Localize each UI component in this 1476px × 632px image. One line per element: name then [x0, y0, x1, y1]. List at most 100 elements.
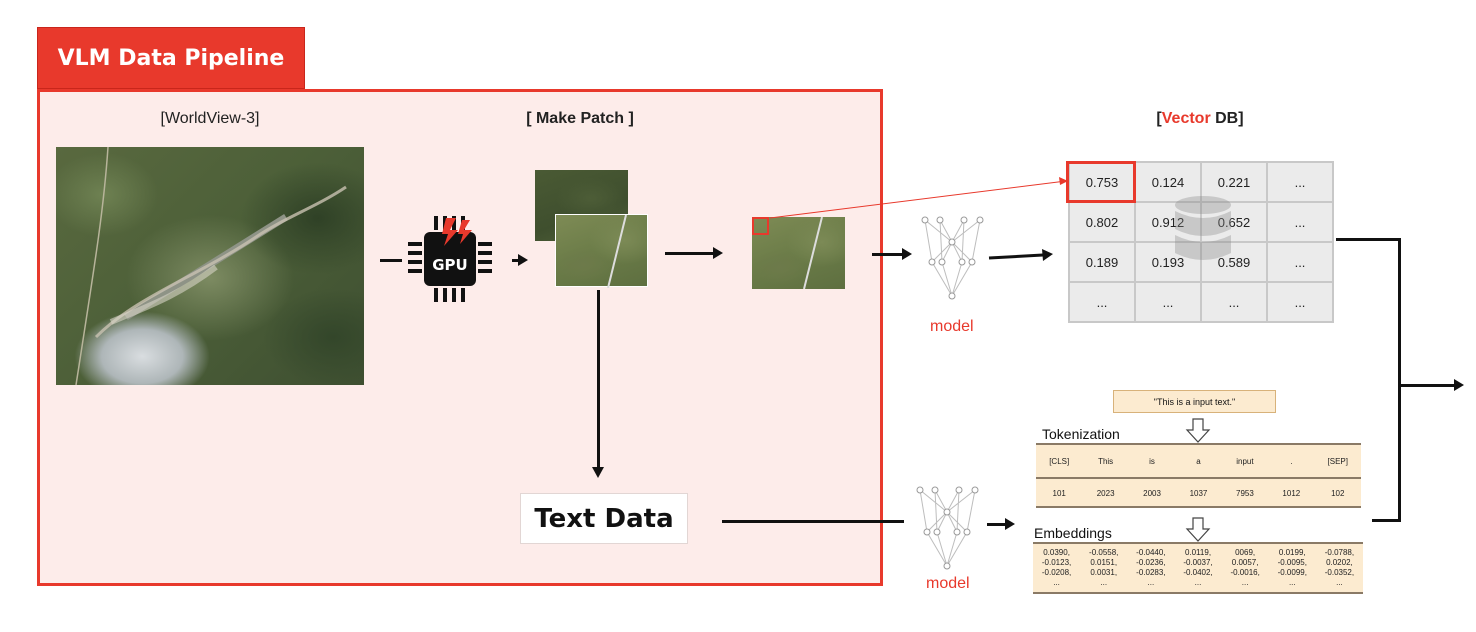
embedding-cell: 0069,	[1235, 548, 1256, 557]
token-id-cell: 101	[1052, 489, 1066, 498]
make-patch-label: [ Make Patch ]	[526, 110, 634, 127]
embedding-row: 0.0390, -0.0558, -0.0440, 0.0119, 0069, …	[1033, 548, 1363, 558]
merge-line-top	[1336, 238, 1400, 241]
vector-cell: 0.802	[1068, 201, 1136, 243]
vector-cell: 0.189	[1068, 241, 1136, 283]
arrow-text-model-line	[722, 520, 904, 523]
token-panel: [CLS] This is a input . [SEP] 101 2023 2…	[1036, 443, 1361, 508]
embedding-cell: 0.0057,	[1231, 558, 1259, 567]
embedding-row: -0.0208, 0.0031, -0.0283, -0.0402, -0.00…	[1033, 568, 1363, 578]
token-id-cell: 7953	[1236, 489, 1254, 498]
token-id-cell: 1037	[1189, 489, 1208, 498]
arrow-patch-line	[665, 252, 715, 255]
patch-image-front	[555, 214, 648, 289]
embedding-cell: -0.0402,	[1183, 568, 1213, 577]
embedding-cell: 0.0202,	[1326, 558, 1353, 567]
vector-db-bracket-open: [	[1156, 110, 1162, 127]
vector-cell: ...	[1134, 281, 1202, 323]
embedding-cell: ...	[1194, 578, 1202, 587]
embedding-cell: -0.0016,	[1230, 568, 1260, 577]
table-row: 0.753 0.124 0.221 ...	[1068, 161, 1334, 203]
vector-cell: 0.193	[1134, 241, 1202, 283]
embedding-cell: -0.0236,	[1136, 558, 1166, 567]
embeddings-label: Embeddings	[1034, 525, 1112, 541]
embeddings-panel: 0.0390, -0.0558, -0.0440, 0.0119, 0069, …	[1033, 542, 1363, 594]
output-arrow-head	[1454, 379, 1464, 391]
merge-line-bottom	[1372, 519, 1401, 522]
arrow-down-line	[597, 290, 600, 468]
embedding-cell: -0.0099,	[1277, 568, 1307, 577]
embedding-cell: ...	[1100, 578, 1108, 587]
vector-db-highlight	[1066, 161, 1136, 203]
token-cell: input	[1236, 457, 1254, 466]
gpu-text: GPU	[432, 256, 468, 274]
model-label-top: model	[930, 318, 974, 335]
neural-network-icon-bottom	[915, 482, 980, 574]
embedding-cell: -0.0352,	[1324, 568, 1355, 577]
gpu-icon: GPU	[408, 212, 498, 307]
tokenization-label: Tokenization	[1042, 426, 1120, 442]
vector-cell: ...	[1200, 281, 1268, 323]
vector-cell: 0.912	[1134, 201, 1202, 243]
embedding-cell: -0.0095,	[1277, 558, 1307, 567]
connector-dash	[380, 259, 402, 262]
merge-line-vertical	[1398, 238, 1401, 522]
table-row: ... ... ... ...	[1068, 281, 1334, 323]
embedding-cell: 0.0031,	[1090, 568, 1118, 577]
arrow-model-db	[988, 249, 1053, 261]
worldview-label: [WorldView-3]	[160, 110, 260, 127]
vector-cell: ...	[1266, 161, 1334, 203]
vector-cell: ...	[1266, 281, 1334, 323]
token-cell: This	[1098, 457, 1114, 466]
vector-cell: 0.589	[1200, 241, 1268, 283]
arrow-patch-model-line	[872, 253, 904, 256]
embedding-cell: -0.0440,	[1136, 548, 1166, 557]
vector-cell: 0.124	[1134, 161, 1202, 203]
text-data-box: Text Data	[520, 493, 688, 544]
satellite-image	[56, 147, 364, 385]
patch-highlight	[752, 217, 769, 235]
table-row: 0.802 0.912 0.652 ...	[1068, 201, 1334, 243]
arrow-down-head	[592, 467, 604, 478]
arrow-patch-head	[713, 247, 723, 259]
token-id-cell: 2023	[1096, 489, 1115, 498]
arrow-model-emb-line	[987, 523, 1007, 526]
embedding-cell: 0.0199,	[1278, 548, 1306, 557]
arrow-gpu-patch-head	[518, 254, 528, 266]
arrow-patch-model-head	[902, 248, 912, 260]
vector-db-table: 0.753 0.124 0.221 ... 0.802 0.912 0.652 …	[1068, 161, 1334, 323]
neural-network-icon-top	[920, 212, 985, 304]
table-row: 0.189 0.193 0.589 ...	[1068, 241, 1334, 283]
embedding-cell: -0.0283,	[1136, 568, 1166, 577]
vector-cell: ...	[1266, 241, 1334, 283]
input-text-box: "This is a input text."	[1113, 390, 1276, 413]
embedding-cell: -0.0208,	[1041, 568, 1072, 577]
embedding-cell: -0.0123,	[1041, 558, 1072, 567]
embedding-cell: ...	[1336, 578, 1343, 587]
vector-cell: 0.221	[1200, 161, 1268, 203]
token-id-row: 101 2023 2003 1037 7953 1012 102	[1036, 489, 1361, 498]
vector-cell: ...	[1266, 201, 1334, 243]
down-arrow-icon	[1185, 418, 1211, 444]
embedding-row: ... ... ... ... ... ... ...	[1033, 578, 1363, 588]
token-cell: a	[1196, 457, 1201, 466]
model-label-bottom: model	[926, 575, 970, 592]
embedding-cell: -0.0558,	[1089, 548, 1119, 557]
token-id-cell: 1012	[1282, 489, 1301, 498]
pipeline-title: VLM Data Pipeline	[37, 27, 305, 89]
arrow-gpu-patch-line	[512, 259, 520, 262]
embedding-cell: ...	[1241, 578, 1249, 587]
token-divider	[1036, 477, 1361, 479]
arrow-model-emb-head	[1005, 518, 1015, 530]
token-cell: .	[1290, 457, 1293, 466]
embedding-cell: 0.0119,	[1184, 548, 1212, 557]
token-cell: [SEP]	[1327, 457, 1348, 466]
embedding-cell: 0.0151,	[1090, 558, 1118, 567]
embedding-row: -0.0123, 0.0151, -0.0236, -0.0037, 0.005…	[1033, 558, 1363, 568]
embedding-cell: -0.0037,	[1183, 558, 1213, 567]
embedding-cell: -0.0788,	[1324, 548, 1355, 557]
down-arrow-icon	[1185, 517, 1211, 543]
token-row: [CLS] This is a input . [SEP]	[1036, 457, 1361, 466]
token-cell: [CLS]	[1049, 457, 1070, 466]
